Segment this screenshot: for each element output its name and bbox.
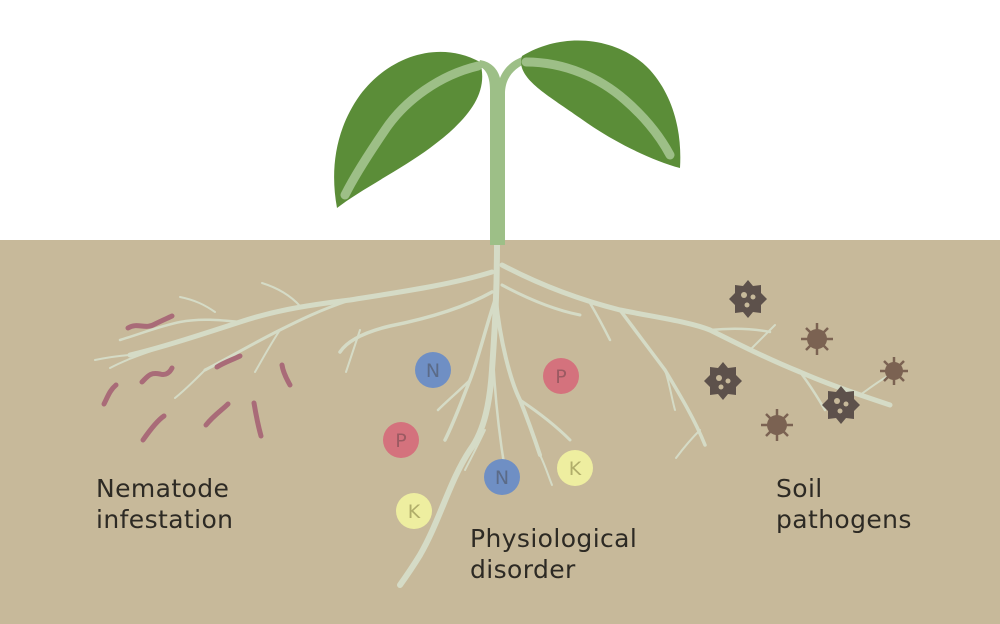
root-system	[94, 242, 893, 588]
virus-icon	[822, 386, 860, 424]
nematode-label-line1: Nematode	[96, 474, 230, 503]
physiological-label: Physiological disorder	[470, 523, 637, 585]
stem	[478, 56, 528, 245]
nutrient-letter: P	[555, 366, 566, 388]
nematode-label: Nematode infestation	[96, 473, 233, 535]
worm-icon	[140, 413, 167, 443]
pathogen-group	[704, 280, 908, 441]
worm-icon	[251, 400, 264, 439]
nutrient-circle: N	[415, 352, 451, 388]
virus-icon	[801, 323, 833, 355]
physiological-label-line2: disorder	[470, 555, 576, 584]
nutrient-letter: P	[395, 430, 406, 452]
nutrient-group: N P P K N K	[383, 352, 593, 529]
worm-icon	[101, 382, 119, 407]
nutrient-circle: P	[383, 422, 419, 458]
worm-icon	[125, 313, 175, 331]
virus-icon	[704, 362, 742, 400]
nutrient-letter: N	[426, 360, 440, 382]
worm-icon	[279, 362, 293, 388]
virus-icon	[880, 357, 908, 385]
right-leaf	[521, 40, 681, 168]
nutrient-circle: P	[543, 358, 579, 394]
worm-icon	[139, 365, 175, 385]
nutrient-circle: N	[484, 459, 520, 495]
soil-pathogens-label-line1: Soil	[776, 474, 823, 503]
virus-icon	[729, 280, 767, 318]
virus-icon	[761, 409, 793, 441]
nutrient-circle: K	[396, 493, 432, 529]
worm-icon	[214, 353, 243, 370]
nutrient-circle: K	[557, 450, 593, 486]
nutrient-letter: K	[408, 501, 421, 523]
nematode-label-line2: infestation	[96, 505, 234, 534]
soil-pathogens-label-line2: pathogens	[776, 505, 912, 534]
nutrient-letter: K	[569, 458, 582, 480]
soil-pathogens-label: Soil pathogens	[776, 473, 912, 535]
worm-icon	[203, 401, 231, 428]
physiological-label-line1: Physiological	[470, 524, 638, 553]
left-leaf	[334, 51, 483, 208]
nutrient-letter: N	[495, 467, 509, 489]
nematode-group	[101, 313, 293, 443]
